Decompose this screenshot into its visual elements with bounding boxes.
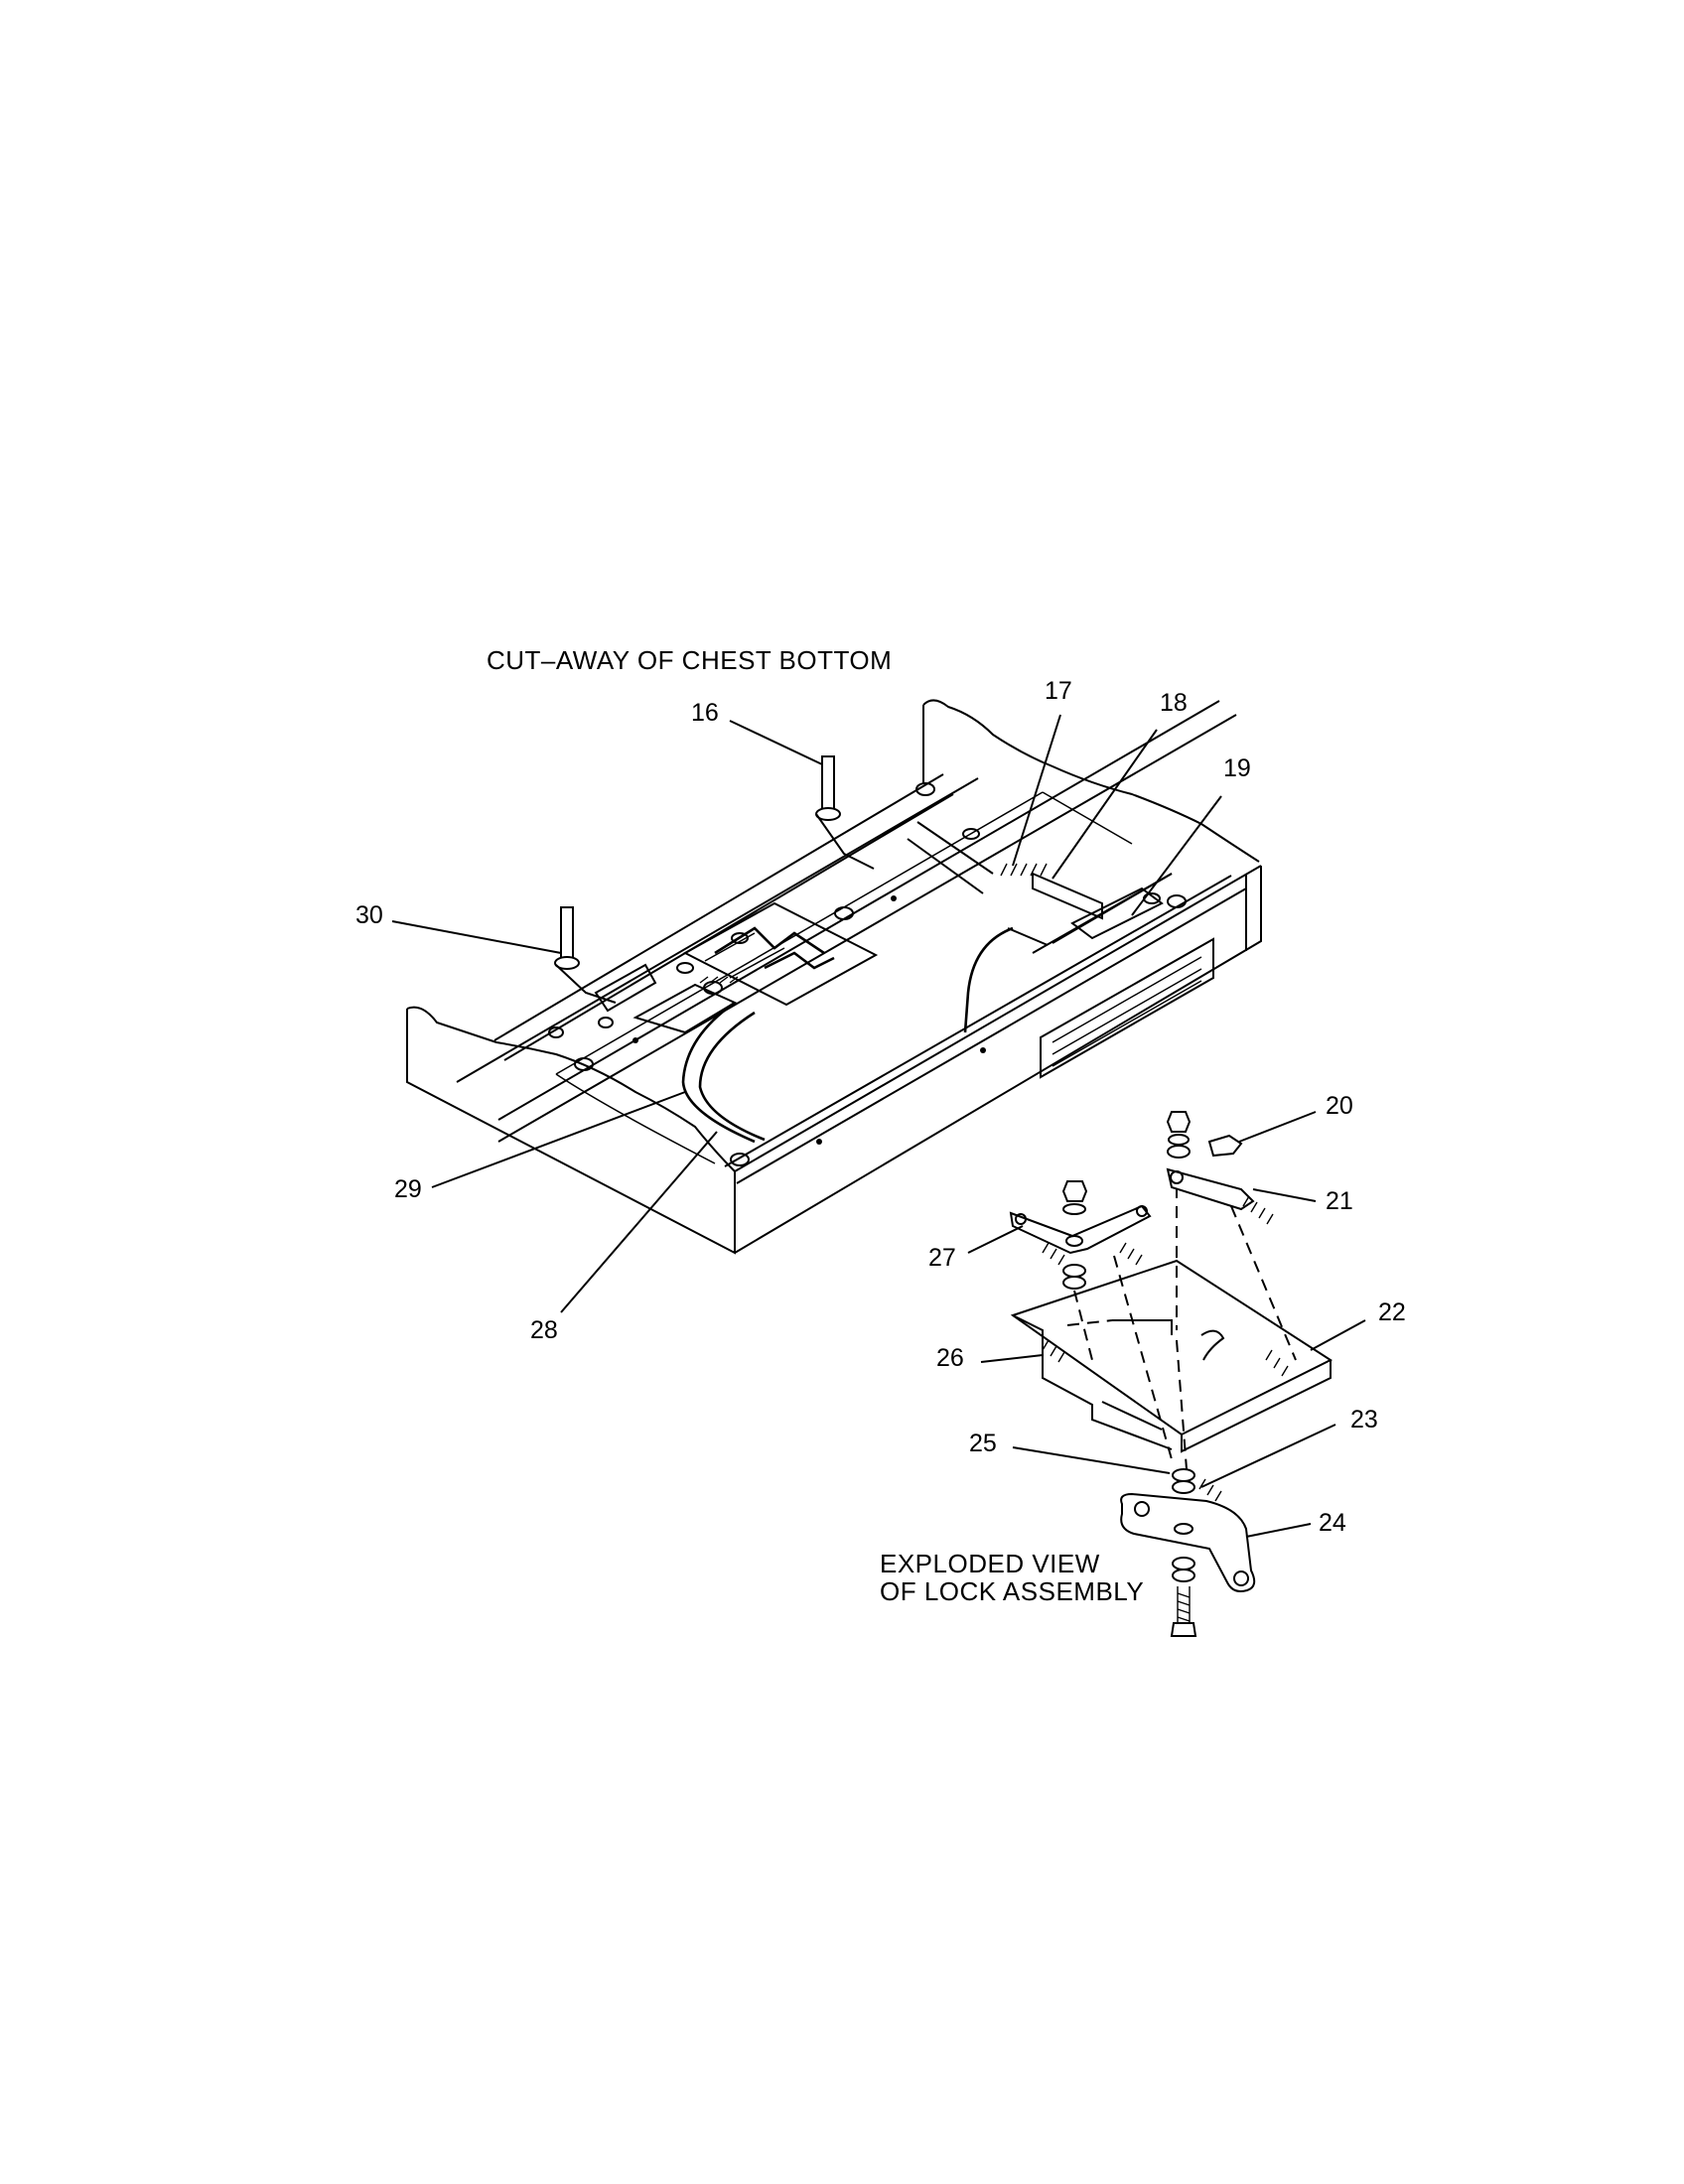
part-label-30: 30 xyxy=(355,901,383,929)
lock-assembly-exploded xyxy=(1009,1111,1333,1637)
exploded-caption-line2: OF LOCK ASSEMBLY xyxy=(880,1576,1144,1606)
part-label-23: 23 xyxy=(1350,1406,1378,1433)
part-label-19: 19 xyxy=(1223,754,1251,782)
part-label-17: 17 xyxy=(1045,677,1072,705)
part-label-25: 25 xyxy=(969,1430,997,1457)
part-label-21: 21 xyxy=(1326,1187,1353,1215)
leader-lines xyxy=(391,714,1366,1538)
part-label-20: 20 xyxy=(1326,1092,1353,1120)
part-label-29: 29 xyxy=(394,1175,422,1203)
part-label-26: 26 xyxy=(936,1344,964,1372)
part-label-18: 18 xyxy=(1160,689,1188,717)
exploded-caption-line1: EXPLODED VIEW xyxy=(880,1549,1100,1578)
part-label-27: 27 xyxy=(928,1244,956,1272)
part-label-22: 22 xyxy=(1378,1298,1406,1326)
part-label-28: 28 xyxy=(530,1316,558,1344)
part-label-24: 24 xyxy=(1319,1509,1346,1537)
chest-bottom-cutaway xyxy=(406,699,1262,1255)
part-label-16: 16 xyxy=(691,699,719,727)
cutaway-caption: CUT–AWAY OF CHEST BOTTOM xyxy=(487,645,892,675)
part-labels: 16 17 18 19 20 21 22 23 24 25 26 27 28 2… xyxy=(355,677,1406,1537)
